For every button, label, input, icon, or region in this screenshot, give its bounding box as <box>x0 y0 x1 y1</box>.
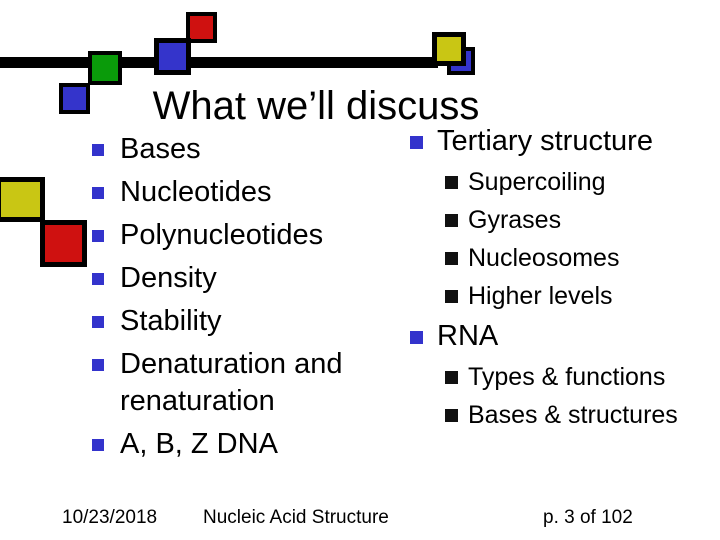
bullet-square-icon <box>92 187 104 199</box>
section-title: Tertiary structure <box>437 125 653 157</box>
slide-title: What we’ll discuss <box>152 84 480 128</box>
sub-item-label: Bases & structures <box>468 401 678 429</box>
yellow-square-decoration <box>0 177 45 222</box>
footer-page-number: p. 3 of 102 <box>543 507 633 528</box>
sub-list-item: Supercoiling <box>445 166 710 198</box>
horizontal-rule-decoration <box>0 57 438 68</box>
green-square-decoration <box>88 51 122 85</box>
list-item: RNA <box>410 318 710 355</box>
section-title: RNA <box>437 320 499 352</box>
sub-list-item: Types & functions <box>445 361 710 393</box>
bullet-square-icon <box>445 214 458 227</box>
bullet-square-icon <box>445 176 458 189</box>
blue-square-decoration <box>154 38 191 75</box>
red-square-decoration <box>186 12 217 43</box>
bullet-square-icon <box>92 273 104 285</box>
list-item: Nucleotides <box>92 174 382 211</box>
list-item: Density <box>92 260 382 297</box>
bullet-square-icon <box>92 230 104 242</box>
yellow-square-decoration <box>432 32 466 66</box>
sub-item-label: Gyrases <box>468 206 562 234</box>
bullet-square-icon <box>445 409 458 422</box>
list-item: Polynucleotides <box>92 217 382 254</box>
bullet-square-icon <box>445 371 458 384</box>
list-item: Denaturation and renaturation <box>92 346 382 420</box>
bullet-square-icon <box>410 331 423 344</box>
sub-item-label: Supercoiling <box>468 168 606 196</box>
bullet-square-icon <box>92 359 104 371</box>
bullet-square-icon <box>445 252 458 265</box>
sub-list-item: Gyrases <box>445 204 710 236</box>
list-item: Bases <box>92 131 382 168</box>
right-bullet-list: Tertiary structure Supercoiling Gyrases … <box>410 123 710 437</box>
bullet-square-icon <box>92 144 104 156</box>
list-item-label: Denaturation and renaturation <box>120 348 343 417</box>
sub-list-item: Nucleosomes <box>445 242 710 274</box>
sub-item-label: Types & functions <box>468 363 666 391</box>
blue-square-decoration <box>59 83 90 114</box>
footer-date: 10/23/2018 <box>62 507 158 528</box>
bullet-square-icon <box>92 316 104 328</box>
list-item-label: Polynucleotides <box>120 219 324 251</box>
list-item-label: Stability <box>120 305 222 337</box>
left-bullet-list: Bases Nucleotides Polynucleotides Densit… <box>92 131 382 469</box>
bullet-square-icon <box>410 136 423 149</box>
list-item-label: Bases <box>120 133 201 165</box>
list-item-label: A, B, Z DNA <box>120 428 278 460</box>
sub-item-label: Higher levels <box>468 282 613 310</box>
footer-subject: Nucleic Acid Structure <box>203 507 389 528</box>
sub-item-label: Nucleosomes <box>468 244 620 272</box>
list-item: A, B, Z DNA <box>92 426 382 463</box>
list-item: Tertiary structure <box>410 123 710 160</box>
sub-list-item: Bases & structures <box>445 399 710 431</box>
list-item-label: Nucleotides <box>120 176 272 208</box>
list-item-label: Density <box>120 262 217 294</box>
red-square-decoration <box>40 220 87 267</box>
sub-list-item: Higher levels <box>445 280 710 312</box>
list-item: Stability <box>92 303 382 340</box>
bullet-square-icon <box>445 290 458 303</box>
bullet-square-icon <box>92 439 104 451</box>
